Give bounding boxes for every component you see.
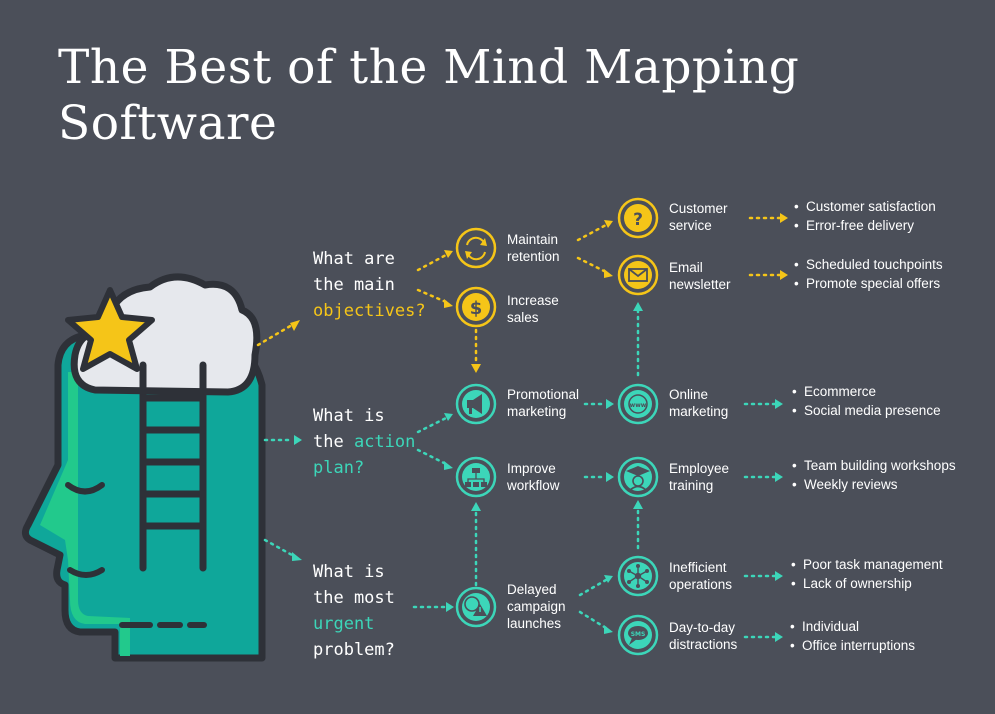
envelope-icon bbox=[617, 254, 659, 296]
node-increase-sales: Increase sales bbox=[507, 292, 559, 326]
node-label-line: Delayed bbox=[507, 582, 557, 597]
node-label-line: sales bbox=[507, 310, 539, 325]
node-label-line: distractions bbox=[669, 637, 738, 652]
outcome-item: Weekly reviews bbox=[792, 476, 956, 495]
outcomes-day-to-day-distractions: Individual Office interruptions bbox=[790, 618, 915, 655]
head-illustration bbox=[21, 273, 266, 662]
outcome-item: Customer satisfaction bbox=[794, 198, 936, 217]
node-label-line: marketing bbox=[507, 404, 567, 419]
outcome-item: Individual bbox=[790, 618, 915, 637]
title-line-2: Software bbox=[58, 96, 278, 151]
refresh-icon bbox=[455, 227, 497, 269]
node-label-line: Email bbox=[669, 260, 703, 275]
node-label-line: operations bbox=[669, 577, 733, 592]
node-day-to-day-distractions: Day-to-day distractions bbox=[669, 619, 737, 653]
outcome-item: Team building workshops bbox=[792, 457, 956, 476]
node-label-line: Increase bbox=[507, 293, 559, 308]
outcome-item: Error-free delivery bbox=[794, 217, 936, 236]
question-problem-line2: the most bbox=[313, 588, 395, 608]
node-label-line: Improve bbox=[507, 461, 556, 476]
www-globe-icon: www bbox=[617, 383, 659, 425]
outcomes-inefficient-operations: Poor task management Lack of ownership bbox=[791, 556, 943, 593]
node-employee-training: Employee training bbox=[669, 460, 729, 494]
eye bbox=[65, 482, 105, 495]
question-icon: ? bbox=[617, 197, 659, 239]
node-label-line: Customer bbox=[669, 201, 728, 216]
node-customer-service: Customer service bbox=[669, 200, 728, 234]
question-objectives-line1: What are bbox=[313, 249, 395, 269]
outcome-item: Ecommerce bbox=[792, 383, 941, 402]
node-label-line: training bbox=[669, 478, 714, 493]
svg-text:$: $ bbox=[470, 298, 483, 319]
outcomes-customer-service: Customer satisfaction Error-free deliver… bbox=[794, 198, 936, 235]
network-icon bbox=[617, 555, 659, 597]
svg-text:www: www bbox=[630, 402, 647, 409]
question-action-prefix: the bbox=[313, 432, 354, 452]
outcomes-employee-training: Team building workshops Weekly reviews bbox=[792, 457, 956, 494]
outcome-item: Scheduled touchpoints bbox=[794, 256, 943, 275]
question-problem-highlight: urgent bbox=[313, 614, 375, 634]
outcome-item: Lack of ownership bbox=[791, 575, 943, 594]
page-title: The Best of the Mind Mapping Software bbox=[58, 40, 799, 152]
node-email-newsletter: Email newsletter bbox=[669, 259, 731, 293]
outcome-item: Poor task management bbox=[791, 556, 943, 575]
outcomes-online-marketing: Ecommerce Social media presence bbox=[792, 383, 941, 420]
flowchart-icon bbox=[455, 456, 497, 498]
node-label-line: campaign bbox=[507, 599, 566, 614]
node-label-line: Maintain bbox=[507, 232, 559, 247]
node-label-line: Online bbox=[669, 387, 709, 402]
node-promotional-marketing: Promotional marketing bbox=[507, 386, 579, 420]
node-inefficient-operations: Inefficient operations bbox=[669, 559, 732, 593]
node-label-line: Promotional bbox=[507, 387, 580, 402]
node-label-line: Day-to-day bbox=[669, 620, 736, 635]
node-label-line: marketing bbox=[669, 404, 729, 419]
question-problem: What is the most urgent problem? bbox=[313, 559, 395, 663]
node-improve-workflow: Improve workflow bbox=[507, 460, 560, 494]
outcome-item: Office interruptions bbox=[790, 637, 915, 656]
question-objectives-highlight: objectives? bbox=[313, 301, 426, 321]
question-action-highlight2: plan? bbox=[313, 458, 365, 478]
node-delayed-campaign-launches: Delayed campaign launches bbox=[507, 581, 566, 632]
node-label-line: retention bbox=[507, 249, 560, 264]
dollar-icon: $ bbox=[455, 286, 497, 328]
title-line-1: The Best of the Mind Mapping bbox=[58, 40, 800, 95]
node-label-line: service bbox=[669, 218, 712, 233]
question-objectives-line2: the main bbox=[313, 275, 395, 295]
node-label-line: launches bbox=[507, 616, 562, 631]
question-action-highlight1: action bbox=[353, 432, 416, 452]
outcome-item: Social media presence bbox=[792, 402, 941, 421]
node-label-line: newsletter bbox=[669, 277, 731, 292]
star bbox=[65, 287, 155, 372]
node-online-marketing: Online marketing bbox=[669, 386, 728, 420]
node-maintain-retention: Maintain retention bbox=[507, 231, 560, 265]
node-label-line: workflow bbox=[507, 478, 560, 493]
question-action-line1: What is bbox=[313, 406, 385, 426]
ladder bbox=[139, 361, 207, 572]
question-objectives: What are the main objectives? bbox=[313, 246, 426, 324]
question-action: What is the action plan? bbox=[313, 403, 415, 481]
outcome-item: Promote special offers bbox=[794, 275, 943, 294]
question-problem-line4: problem? bbox=[313, 640, 395, 660]
graduate-icon bbox=[617, 456, 659, 498]
clock-warning-icon bbox=[455, 586, 497, 628]
megaphone-icon bbox=[455, 383, 497, 425]
node-label-line: Inefficient bbox=[669, 560, 727, 575]
question-problem-line1: What is bbox=[313, 562, 385, 582]
svg-text:SMS: SMS bbox=[631, 631, 646, 638]
mouth bbox=[67, 567, 105, 578]
sms-bubble-icon: SMS bbox=[617, 614, 659, 656]
node-label-line: Employee bbox=[669, 461, 730, 476]
svg-text:?: ? bbox=[633, 210, 643, 230]
outcomes-email-newsletter: Scheduled touchpoints Promote special of… bbox=[794, 256, 943, 293]
